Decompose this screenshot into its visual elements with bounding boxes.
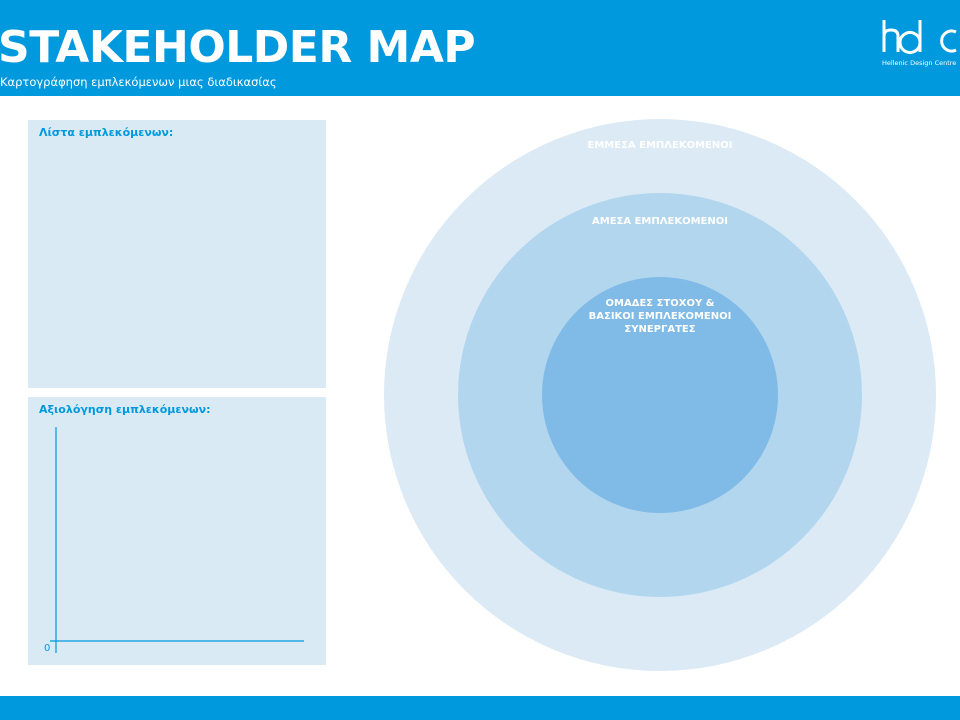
ring-inner-label-line: ΟΜΑΔΕΣ ΣΤΟΧΟΥ &: [605, 298, 715, 309]
page-title: STAKEHOLDER MAP: [0, 22, 476, 73]
ring-outer-label: ΕΜΜΕΣΑ ΕΜΠΛΕΚΟΜΕΝΟΙ: [587, 140, 733, 151]
stakeholder-rings: [384, 119, 936, 671]
stakeholder-evaluation-label: Αξιολόγηση εμπλεκόμενων:: [39, 403, 211, 416]
stakeholder-list-panel: Λίστα εμπλεκόμενων:: [28, 120, 326, 388]
page-subtitle: Καρτογράφηση εμπλεκόμενων μιας διαδικασί…: [0, 75, 277, 89]
ring-inner-label-line: ΒΑΣΙΚΟΙ ΕΜΠΛΕΚΟΜΕΝΟΙ: [588, 311, 732, 322]
ring-middle-label: ΑΜΕΣΑ ΕΜΠΛΕΚΟΜΕΝΟΙ: [592, 216, 728, 227]
hdc-logo-mark: [882, 20, 957, 54]
header-bar: STAKEHOLDER MAP Καρτογράφηση εμπλεκόμενω…: [0, 0, 960, 96]
axis-origin-label: 0: [44, 643, 51, 654]
stakeholder-evaluation-panel: Αξιολόγηση εμπλεκόμενων: 0: [28, 397, 326, 665]
evaluation-axes: [50, 427, 304, 653]
stakeholder-list-label: Λίστα εμπλεκόμενων:: [39, 126, 174, 139]
ring-inner-label-line: ΣΥΝΕΡΓΑΤΕΣ: [624, 324, 696, 335]
ring-inner-label: ΟΜΑΔΕΣ ΣΤΟΧΟΥ & ΒΑΣΙΚΟΙ ΕΜΠΛΕΚΟΜΕΝΟΙ ΣΥΝ…: [570, 297, 750, 336]
logo-tagline: Hellenic Design Centre: [882, 59, 957, 67]
hdc-logo: Hellenic Design Centre: [880, 18, 960, 70]
ring-inner-core: [542, 277, 778, 513]
footer-bar: [0, 696, 960, 720]
